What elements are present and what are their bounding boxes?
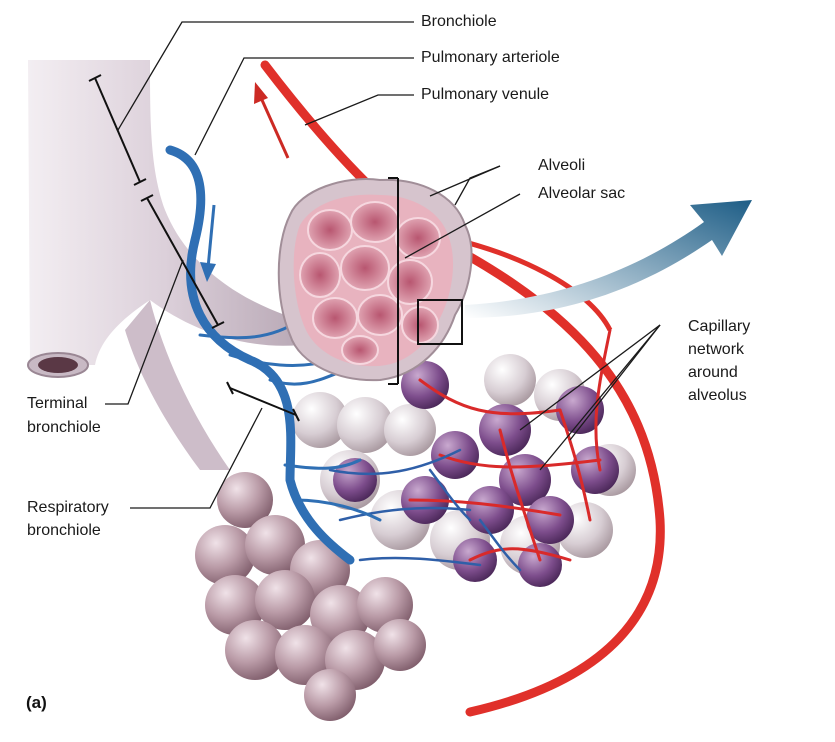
red-up-arrow-icon <box>254 82 290 159</box>
label-bronchiole: Bronchiole <box>421 13 497 30</box>
label-respiratory-line-2: bronchiole <box>27 522 101 539</box>
label-respiratory-line-1: Respiratory <box>27 499 109 516</box>
zoom-curved-arrow <box>465 200 752 318</box>
leader-lines <box>105 21 661 509</box>
panel-label: (a) <box>26 693 47 712</box>
label-pulmonary-arteriole: Pulmonary arteriole <box>421 49 560 66</box>
capillary-network-alveoli <box>328 328 619 587</box>
alveoli-cluster-lower <box>195 472 426 721</box>
label-capillary-line-1: Capillary <box>688 318 751 335</box>
alveolar-sac <box>277 178 473 382</box>
label-terminal-line-1: Terminal <box>27 395 88 412</box>
label-capillary-line-2: network <box>688 341 745 358</box>
label-terminal-line-2: bronchiole <box>27 419 101 436</box>
zoom-box <box>417 299 463 345</box>
label-capillary-line-3: around <box>688 364 738 381</box>
blue-down-arrow-icon <box>200 204 216 282</box>
label-alveoli: Alveoli <box>538 157 586 174</box>
label-alveolar-sac: Alveolar sac <box>538 185 626 202</box>
label-pulmonary-venule: Pulmonary venule <box>421 86 550 103</box>
label-capillary-line-4: alveolus <box>688 387 747 404</box>
